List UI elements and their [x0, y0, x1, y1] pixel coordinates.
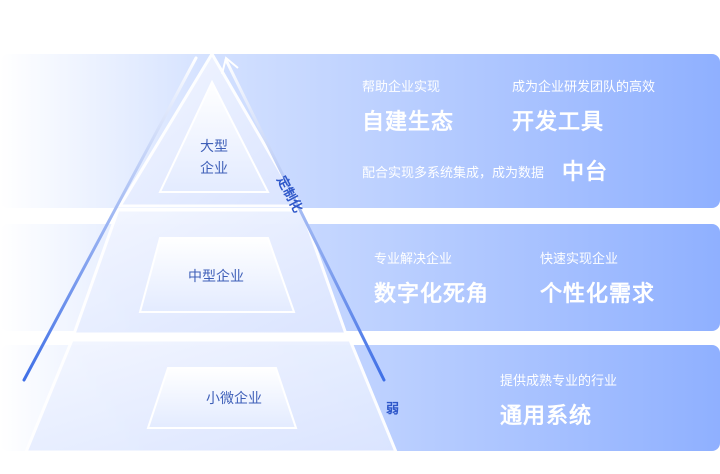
pyramid-middle-label: 中型企业: [188, 266, 244, 286]
middle-right-caption: 快速实现企业: [540, 248, 618, 267]
top-right-title: 开发工具: [512, 104, 604, 136]
top-bottom-title: 中台: [562, 154, 608, 186]
top-left-title: 自建生态: [362, 104, 454, 136]
middle-left-title: 数字化死角: [374, 276, 489, 308]
pyramid-top-label-line1: 大型: [200, 136, 228, 156]
bottom-title: 通用系统: [500, 398, 592, 430]
top-left-caption: 帮助企业实现: [362, 76, 440, 95]
pyramid-top-label-line2: 企业: [200, 158, 228, 178]
middle-left-caption: 专业解决企业: [374, 248, 452, 267]
middle-right-title: 个性化需求: [540, 276, 655, 308]
top-bottom-caption: 配合实现多系统集成，成为数据: [362, 162, 544, 181]
pyramid-bottom-label: 小微企业: [206, 388, 262, 408]
axis-weak-label: 弱: [386, 398, 399, 417]
top-right-caption: 成为企业研发团队的高效: [512, 76, 655, 95]
pyramid-top-tier: [120, 54, 300, 206]
bottom-caption: 提供成熟专业的行业: [500, 370, 617, 389]
